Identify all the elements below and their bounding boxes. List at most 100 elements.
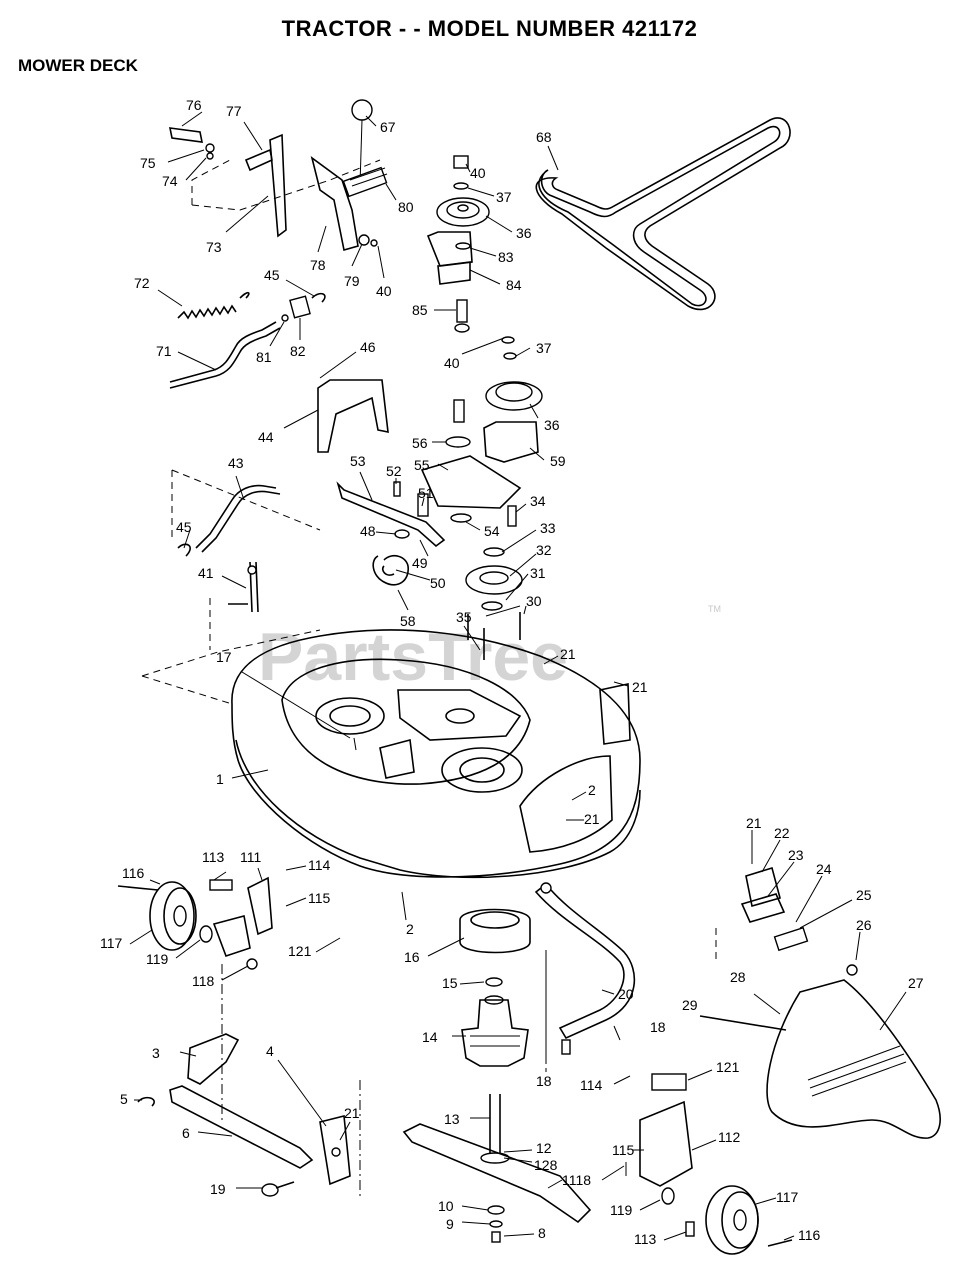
- callout-83: 83: [498, 249, 514, 265]
- callout-45: 45: [176, 519, 192, 535]
- callout-2: 2: [588, 782, 596, 798]
- callout-114: 114: [308, 857, 331, 873]
- callout-27: 27: [908, 975, 924, 991]
- diagram-title: TRACTOR - - MODEL NUMBER 421172: [281, 16, 698, 41]
- callout-21: 21: [584, 811, 600, 827]
- callout-84: 84: [506, 277, 522, 293]
- callout-58: 58: [400, 613, 416, 629]
- callout-36: 36: [544, 417, 560, 433]
- callout-13: 13: [444, 1111, 460, 1127]
- rod-71-drawing: [169, 292, 326, 389]
- callout-37: 37: [536, 340, 552, 356]
- callout-30: 30: [526, 593, 542, 609]
- callout-43: 43: [228, 455, 244, 471]
- rod-43-drawing: [171, 469, 321, 650]
- callout-16: 16: [404, 949, 420, 965]
- callout-72: 72: [134, 275, 150, 291]
- callout-119: 119: [146, 951, 169, 967]
- watermark-trademark: TM: [708, 604, 721, 614]
- callout-114: 114: [580, 1077, 603, 1093]
- discharge-chute-drawing: [699, 866, 941, 1139]
- mower-deck-drawing: [141, 629, 641, 879]
- callout-31: 31: [530, 565, 546, 581]
- bracket-44-drawing: [317, 379, 389, 453]
- callout-81: 81: [256, 349, 272, 365]
- callout-50: 50: [430, 575, 446, 591]
- callout-116: 116: [122, 865, 145, 881]
- callout-labels: 76 77 67 75 74 73 78 79 40 80 68 40 37 3…: [100, 97, 924, 1247]
- callout-71: 71: [156, 343, 172, 359]
- callout-119: 119: [610, 1202, 633, 1218]
- callout-33: 33: [540, 520, 556, 536]
- callout-45: 45: [264, 267, 280, 283]
- callout-115: 115: [308, 890, 331, 906]
- pulley-stack-drawing: [420, 155, 543, 660]
- callout-80: 80: [398, 199, 414, 215]
- callout-15: 15: [442, 975, 458, 991]
- callout-22: 22: [774, 825, 790, 841]
- callout-3: 3: [152, 1045, 160, 1061]
- callout-75: 75: [140, 155, 156, 171]
- lift-handle-drawing: [168, 99, 388, 252]
- callout-79: 79: [344, 273, 360, 289]
- callout-113: 113: [634, 1231, 657, 1247]
- callout-116: 116: [798, 1227, 821, 1243]
- callout-19: 19: [210, 1181, 226, 1197]
- callout-54: 54: [484, 523, 500, 539]
- idler-arm-drawing: [336, 481, 446, 586]
- callout-117: 117: [100, 935, 123, 951]
- callout-12: 12: [536, 1140, 552, 1156]
- callout-32: 32: [536, 542, 552, 558]
- callout-21: 21: [746, 815, 762, 831]
- callout-21: 21: [344, 1105, 360, 1121]
- callout-14: 14: [422, 1029, 438, 1045]
- callout-40: 40: [470, 165, 486, 181]
- callout-52: 52: [386, 463, 402, 479]
- gauge-wheel-right-drawing: [625, 1073, 793, 1255]
- callout-77: 77: [226, 103, 242, 119]
- callout-37: 37: [496, 189, 512, 205]
- callout-6: 6: [182, 1125, 190, 1141]
- callout-40: 40: [376, 283, 392, 299]
- callout-23: 23: [788, 847, 804, 863]
- callout-121: 121: [288, 943, 312, 959]
- callout-34: 34: [530, 493, 546, 509]
- callout-85: 85: [412, 302, 428, 318]
- callout-20: 20: [618, 986, 634, 1002]
- callout-46: 46: [360, 339, 376, 355]
- callout-74: 74: [162, 173, 178, 189]
- callout-5: 5: [120, 1091, 128, 1107]
- callout-56: 56: [412, 435, 428, 451]
- callout-1: 1: [216, 771, 224, 787]
- callout-24: 24: [816, 861, 832, 877]
- link-bars-drawing: [137, 1033, 361, 1200]
- callout-44: 44: [258, 429, 274, 445]
- callout-29: 29: [682, 997, 698, 1013]
- leader-lines: [129, 111, 907, 1241]
- callout-18: 18: [536, 1073, 552, 1089]
- callout-36: 36: [516, 225, 532, 241]
- callout-51: 51: [418, 485, 434, 501]
- spindle-drawing: [402, 908, 592, 1243]
- callout-2: 2: [406, 921, 414, 937]
- callout-118: 118: [192, 973, 215, 989]
- callout-117: 117: [776, 1189, 799, 1205]
- callout-17: 17: [216, 649, 232, 665]
- spring-72-drawing: [177, 291, 250, 320]
- section-heading: MOWER DECK: [18, 56, 138, 75]
- callout-21: 21: [560, 646, 576, 662]
- callout-113: 113: [202, 849, 225, 865]
- callout-73: 73: [206, 239, 222, 255]
- arm-20-drawing: [534, 882, 636, 1064]
- callout-25: 25: [856, 887, 872, 903]
- callout-67: 67: [380, 119, 396, 135]
- callout-115: 115: [612, 1142, 635, 1158]
- callout-68: 68: [536, 129, 552, 145]
- callout-4: 4: [266, 1043, 274, 1059]
- callout-48: 48: [360, 523, 376, 539]
- callout-121: 121: [716, 1059, 740, 1075]
- watermark-text: PartsTree: [258, 619, 568, 695]
- callout-1118: 1118: [562, 1172, 591, 1188]
- callout-10: 10: [438, 1198, 454, 1214]
